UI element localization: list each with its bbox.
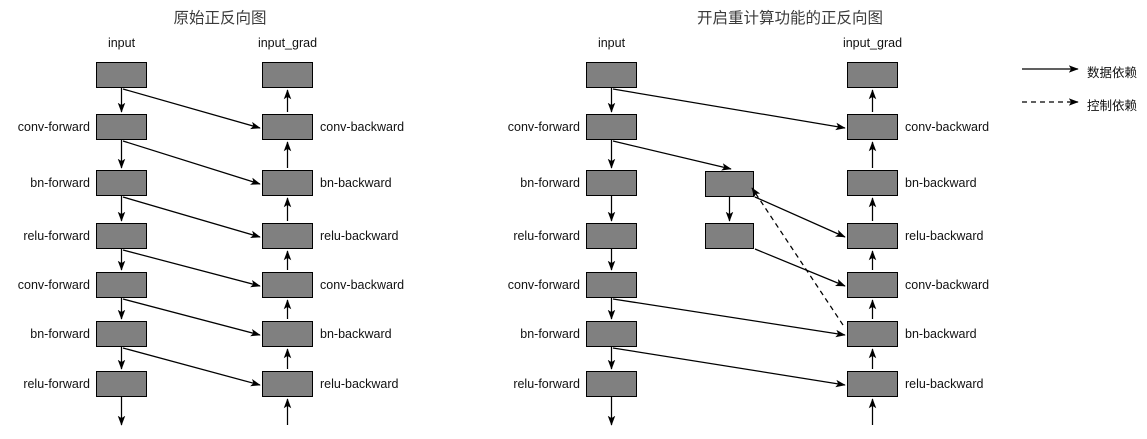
node-backward-input-grad-right[interactable] [847, 62, 898, 88]
node-backward-bn-2-left[interactable] [262, 321, 313, 347]
edge-data-recompute1-to-relu-backward [754, 196, 846, 238]
label-backward-conv-1-right: conv-backward [905, 120, 990, 134]
label-forward-relu-1-left: relu-forward [23, 229, 90, 243]
node-backward-relu-1-left[interactable] [262, 223, 313, 249]
node-forward-conv-2-right[interactable] [586, 272, 637, 298]
edge-control-bn-backward-to-recompute1 [751, 187, 844, 326]
node-backward-bn-1-left[interactable] [262, 170, 313, 196]
node-forward-bn-2-left[interactable] [96, 321, 147, 347]
node-backward-relu-2-left[interactable] [262, 371, 313, 397]
node-backward-conv-1-right[interactable] [847, 114, 898, 140]
node-forward-conv-2-left[interactable] [96, 272, 147, 298]
node-backward-relu-2-right[interactable] [847, 371, 898, 397]
node-recompute-2[interactable] [705, 223, 754, 249]
node-forward-relu-2-right[interactable] [586, 371, 637, 397]
label-forward-bn-1-left: bn-forward [30, 176, 90, 190]
column-header-input-right: input [597, 36, 626, 50]
node-recompute-1[interactable] [705, 171, 754, 197]
label-backward-relu-2-left: relu-backward [320, 377, 399, 391]
node-forward-conv-1-right[interactable] [586, 114, 637, 140]
label-forward-bn-1-right: bn-forward [520, 176, 580, 190]
label-backward-bn-1-left: bn-backward [320, 176, 392, 190]
edge-data-recompute2-to-conv-backward [754, 248, 846, 287]
node-backward-relu-1-right[interactable] [847, 223, 898, 249]
label-backward-bn-1-right: bn-backward [905, 176, 977, 190]
node-forward-bn-1-right[interactable] [586, 170, 637, 196]
node-forward-input-right[interactable] [586, 62, 637, 88]
node-backward-input-grad-left[interactable] [262, 62, 313, 88]
column-header-input-left: input [107, 36, 136, 50]
node-backward-bn-1-right[interactable] [847, 170, 898, 196]
label-backward-conv-2-left: conv-backward [320, 278, 405, 292]
edge-data-bn2-to-relu-backward-right [612, 347, 846, 388]
node-forward-relu-2-left[interactable] [96, 371, 147, 397]
label-forward-relu-2-right: relu-forward [513, 377, 580, 391]
label-forward-conv-2-left: conv-forward [17, 278, 90, 292]
panel-title-recompute: 开启重计算功能的正反向图 [696, 10, 883, 27]
edge-data-conv2-to-bn-backward-right [612, 298, 846, 338]
panel-title-original: 原始正反向图 [173, 10, 267, 27]
label-backward-bn-2-right: bn-backward [905, 327, 977, 341]
label-forward-bn-2-right: bn-forward [520, 327, 580, 341]
node-backward-conv-2-right[interactable] [847, 272, 898, 298]
node-forward-relu-1-left[interactable] [96, 223, 147, 249]
node-backward-bn-2-right[interactable] [847, 321, 898, 347]
label-backward-relu-1-left: relu-backward [320, 229, 399, 243]
label-forward-relu-1-right: relu-forward [513, 229, 580, 243]
label-backward-conv-2-right: conv-backward [905, 278, 990, 292]
legend-label-data-dependency: 数据依赖 [1087, 65, 1138, 80]
label-backward-bn-2-left: bn-backward [320, 327, 392, 341]
edge-data-input-to-conv-backward-right [612, 88, 846, 131]
node-backward-conv-2-left[interactable] [262, 272, 313, 298]
label-forward-bn-2-left: bn-forward [30, 327, 90, 341]
edge-data-conv1-to-recompute1-right [612, 140, 732, 171]
node-forward-bn-2-right[interactable] [586, 321, 637, 347]
label-backward-conv-1-left: conv-backward [320, 120, 405, 134]
column-header-input-grad-left: input_grad [257, 36, 318, 50]
node-forward-input-left[interactable] [96, 62, 147, 88]
label-forward-conv-2-right: conv-forward [507, 278, 580, 292]
column-header-input-grad-right: input_grad [842, 36, 903, 50]
label-forward-conv-1-right: conv-forward [507, 120, 580, 134]
label-forward-conv-1-left: conv-forward [17, 120, 90, 134]
label-backward-relu-1-right: relu-backward [905, 229, 984, 243]
node-forward-bn-1-left[interactable] [96, 170, 147, 196]
label-forward-relu-2-left: relu-forward [23, 377, 90, 391]
node-backward-conv-1-left[interactable] [262, 114, 313, 140]
node-forward-relu-1-right[interactable] [586, 223, 637, 249]
node-forward-conv-1-left[interactable] [96, 114, 147, 140]
label-backward-relu-2-right: relu-backward [905, 377, 984, 391]
legend-label-control-dependency: 控制依赖 [1087, 98, 1138, 113]
